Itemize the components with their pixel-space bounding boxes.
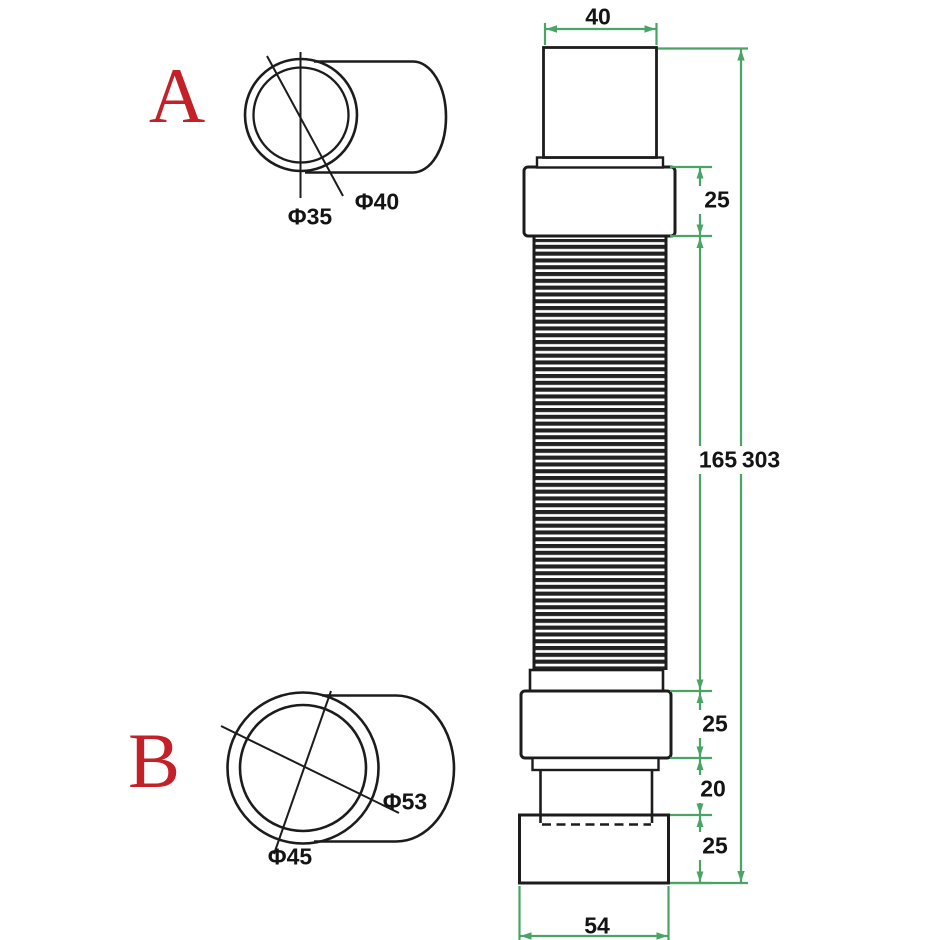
view-a-drawing <box>243 52 448 198</box>
dim-top-coupling-label: 25 <box>704 186 730 213</box>
dim-bottom-width-label: 54 <box>584 912 610 939</box>
arrow-20-top <box>696 759 704 770</box>
arrow-25a-bottom <box>696 224 704 235</box>
corrugated-hose-stripes <box>534 239 666 670</box>
top-coupling-lip <box>535 156 665 169</box>
view-b-label: B <box>127 717 181 804</box>
view-a-label: A <box>148 52 206 139</box>
pipe-front-view <box>518 46 677 885</box>
arrow-40-right <box>644 25 656 33</box>
view-b-inner-diameter-label: Φ45 <box>267 843 313 870</box>
view-b-drawing <box>220 690 456 855</box>
arrow-25b-bottom <box>696 746 704 757</box>
dim-outlet-label: 20 <box>700 775 726 802</box>
hose-lower-collar <box>528 668 665 693</box>
view-a-inner-diameter-label: Φ35 <box>287 203 333 230</box>
dim-top-width-label: 40 <box>585 3 611 30</box>
arrow-54-left <box>520 932 532 940</box>
view-a-cylinder-body <box>305 60 448 174</box>
arrow-40-left <box>546 25 557 33</box>
arrow-25c-top <box>696 816 704 827</box>
view-b-inner-circle <box>238 703 368 833</box>
view-b-inner-diameter-leader <box>273 690 332 855</box>
dim-bottom-coupling-label: 25 <box>702 710 728 737</box>
arrow-303-bottom <box>737 871 745 882</box>
arrow-165-bottom <box>696 679 704 690</box>
view-b-outer-diameter-label: Φ53 <box>382 788 428 815</box>
arrow-25a-top <box>696 168 704 179</box>
arrow-25c-bottom <box>696 871 704 882</box>
view-b-cylinder-body <box>314 694 456 843</box>
arrow-303-top <box>737 49 745 61</box>
top-inlet-stub <box>542 46 658 159</box>
bottom-coupling-nut <box>519 689 673 760</box>
arrow-54-right <box>656 932 668 940</box>
bottom-end-cap <box>518 813 670 885</box>
dim-corrugated-length-label: 165 <box>698 446 738 473</box>
view-a-outer-diameter-leader <box>266 55 344 197</box>
view-b-outer-circle <box>226 691 380 845</box>
arrow-25b-top <box>696 692 704 703</box>
arrow-20-bottom <box>696 803 704 814</box>
dimension-arrowheads <box>520 25 745 940</box>
view-b-outer-diameter-leader <box>220 725 400 814</box>
top-coupling-nut <box>522 165 677 238</box>
dim-end-cap-label: 25 <box>702 832 728 859</box>
arrow-165-top <box>696 237 704 248</box>
view-a-outer-diameter-label: Φ40 <box>354 188 400 215</box>
dim-overall-length-label: 303 <box>741 446 781 473</box>
bottom-coupling-lip <box>531 756 660 772</box>
